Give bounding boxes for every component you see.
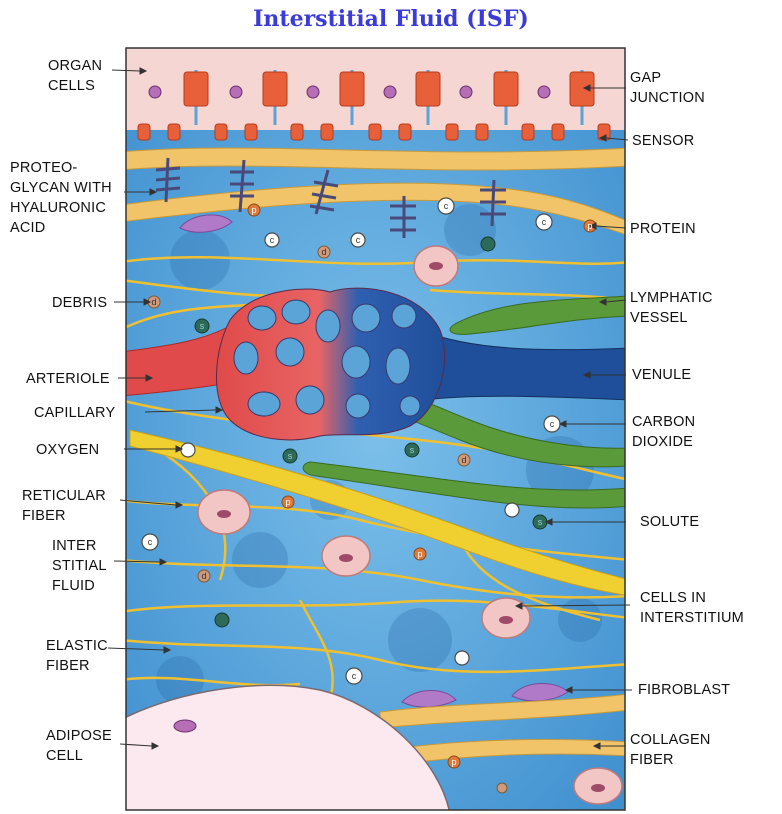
diagram-title: Interstitial Fluid (ISF) [253,6,529,32]
organ-cell-nuclei [148,85,551,99]
label-oxygen: OXYGEN [36,442,100,458]
label-carbon-dioxide: CARBON DIOXIDE [632,414,696,450]
label-elastic-fiber: ELASTIC FIBER [46,638,108,674]
label-adipose-cell: ADIPOSE CELL [46,728,112,764]
label-interstitial-fluid: INTER STITIAL FLUID [52,538,107,594]
capillary-holes [233,299,421,419]
collagen-fiber-bottom [379,694,625,729]
label-proteoglycan: PROTEO- GLYCAN WITH HYALURONIC ACID [10,160,112,236]
label-protein: PROTEIN [630,221,696,237]
label-gap-junction: GAP JUNCTION [630,70,705,106]
label-arteriole: ARTERIOLE [26,371,110,387]
label-reticular-fiber: RETICULAR FIBER [22,488,106,524]
label-organ-cells: ORGAN CELLS [48,58,103,94]
proteoglycans [155,157,506,238]
venule [419,329,625,401]
label-venule: VENULE [632,367,692,383]
debris-particles [147,245,508,794]
panel-border [125,47,626,811]
solute-molecules [194,236,548,628]
label-debris: DEBRIS [52,295,108,311]
label-sensor: SENSOR [632,133,695,149]
leader-arrows-right [514,84,632,750]
protein-molecules [247,203,597,769]
collagen-fiber-top [126,147,625,171]
label-collagen-fiber: COLLAGEN FIBER [630,732,711,768]
elastic-fiber-diagonal [129,429,625,596]
leader-arrows-left [107,67,224,750]
adipose-cell [126,684,450,810]
label-capillary: CAPILLARY [34,405,116,421]
adipose-cell-nucleus [173,719,197,733]
label-cells-in-interstitium: CELLS IN INTERSTITIUM [640,590,744,626]
label-lymphatic-vessel: LYMPHATIC VESSEL [630,290,713,326]
gap-junctions [183,71,595,107]
interstitial-cell-nuclei [217,262,605,792]
fibroblasts [179,214,569,708]
label-solute: SOLUTE [640,514,700,530]
label-fibroblast: FIBROBLAST [638,682,731,698]
